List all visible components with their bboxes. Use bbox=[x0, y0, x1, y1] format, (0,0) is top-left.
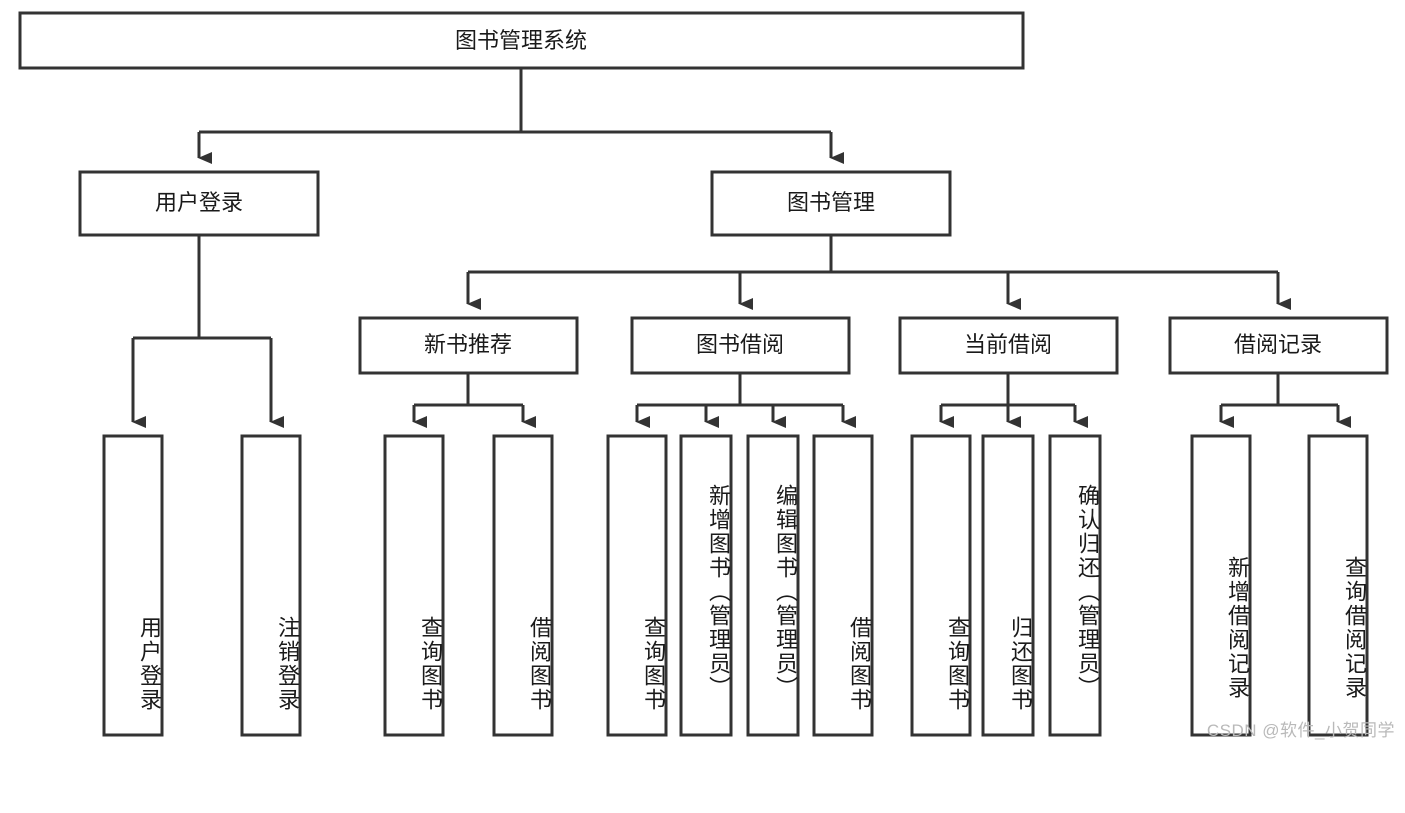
node-current-borrow-label: 当前借阅 bbox=[964, 332, 1052, 357]
diagram-canvas: 图书管理系统 用户登录 图书管理 新书推荐 图书借阅 当前借阅 借阅记录 bbox=[18, 11, 1395, 740]
node-root-box[interactable] bbox=[18, 11, 1025, 70]
leaf-query-record-box[interactable] bbox=[1307, 434, 1369, 737]
leaf-logout-box[interactable] bbox=[240, 434, 302, 737]
leaf-return-book-box[interactable] bbox=[981, 434, 1035, 737]
node-layer: 图书管理系统 用户登录 图书管理 新书推荐 图书借阅 当前借阅 借阅记录 bbox=[18, 11, 1389, 737]
leaf-query-book-3-box[interactable] bbox=[910, 434, 972, 737]
leaf-edit-book-box[interactable] bbox=[746, 434, 800, 737]
node-book-manage-box[interactable] bbox=[710, 170, 952, 237]
leaf-add-record-box[interactable] bbox=[1190, 434, 1252, 737]
node-user-login-box[interactable] bbox=[78, 170, 320, 237]
leaf-query-book-1-box[interactable] bbox=[383, 434, 445, 737]
node-book-manage-label: 图书管理 bbox=[787, 190, 875, 215]
node-root-label: 图书管理系统 bbox=[455, 28, 587, 53]
node-user-login-label: 用户登录 bbox=[155, 190, 243, 215]
leaf-add-book-box[interactable] bbox=[679, 434, 733, 737]
leaf-borrow-book-1-box[interactable] bbox=[492, 434, 554, 737]
hierarchy-tree-svg: 图书管理系统 用户登录 图书管理 新书推荐 图书借阅 当前借阅 借阅记录 bbox=[18, 11, 1389, 737]
leaf-borrow-book-2-box[interactable] bbox=[812, 434, 874, 737]
node-new-book-recommend-label: 新书推荐 bbox=[424, 332, 512, 357]
node-book-borrow-box[interactable] bbox=[630, 316, 851, 375]
leaf-query-book-2-box[interactable] bbox=[606, 434, 668, 737]
csdn-watermark: CSDN @软件_小贺同学 bbox=[1206, 721, 1395, 740]
leaf-confirm-return-box[interactable] bbox=[1048, 434, 1102, 737]
node-current-borrow-box[interactable] bbox=[898, 316, 1119, 375]
node-book-borrow-label: 图书借阅 bbox=[696, 332, 784, 357]
connector-layer bbox=[131, 68, 1351, 428]
node-new-book-recommend-box[interactable] bbox=[358, 316, 579, 375]
node-borrow-record-box[interactable] bbox=[1168, 316, 1389, 375]
node-borrow-record-label: 借阅记录 bbox=[1234, 332, 1322, 357]
leaf-user-login-box[interactable] bbox=[102, 434, 164, 737]
